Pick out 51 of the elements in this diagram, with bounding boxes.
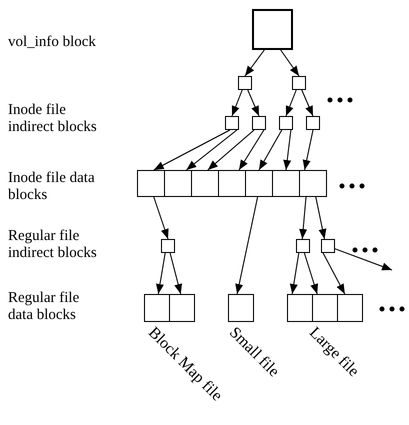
arrow — [315, 196, 326, 240]
arrow — [258, 130, 282, 170]
block-cell — [296, 239, 310, 253]
arrow — [170, 252, 182, 294]
arrow — [283, 130, 292, 170]
arrow — [334, 248, 392, 270]
arrow — [186, 130, 238, 170]
arrow — [156, 252, 166, 294]
arrow — [232, 90, 243, 116]
arrow — [286, 90, 297, 116]
block-cell — [279, 116, 293, 130]
block-cell — [321, 239, 335, 253]
block-cell — [144, 294, 170, 322]
level-label: Inode file data blocks — [8, 170, 96, 204]
arrow — [207, 130, 255, 170]
level-label: Inode file indirect blocks — [8, 102, 98, 136]
block-cell — [228, 294, 254, 322]
arrow — [153, 130, 230, 170]
block-cell — [252, 116, 266, 130]
arrow — [247, 90, 260, 116]
arrow — [244, 50, 265, 76]
block-cell — [312, 294, 338, 322]
block-cell — [161, 239, 175, 253]
arrow — [322, 252, 346, 294]
block-cell — [225, 116, 239, 130]
arrow — [301, 90, 314, 116]
block-cell — [306, 116, 320, 130]
block-cell — [245, 170, 273, 197]
block-cell — [169, 294, 195, 322]
block-cell — [299, 170, 327, 197]
arrow — [235, 196, 258, 294]
level-label: Regular file data blocks — [8, 290, 80, 324]
level-label: vol_info block — [8, 34, 97, 51]
arrow — [299, 196, 308, 240]
block-cell — [287, 294, 313, 322]
arrow — [153, 196, 169, 240]
block-cell — [292, 76, 306, 90]
level-label: Regular file indirect blocks — [8, 228, 98, 262]
block-cell — [137, 170, 165, 197]
block-box — [252, 9, 293, 50]
arrow — [290, 252, 300, 294]
block-cell — [164, 170, 192, 197]
arrow — [280, 50, 300, 76]
block-cell — [272, 170, 300, 197]
block-cell — [238, 76, 252, 90]
block-cell — [218, 170, 246, 197]
arrow — [304, 252, 318, 294]
arrow — [238, 130, 264, 170]
block-cell — [337, 294, 363, 322]
arrow — [302, 130, 314, 170]
block-cell — [191, 170, 219, 197]
